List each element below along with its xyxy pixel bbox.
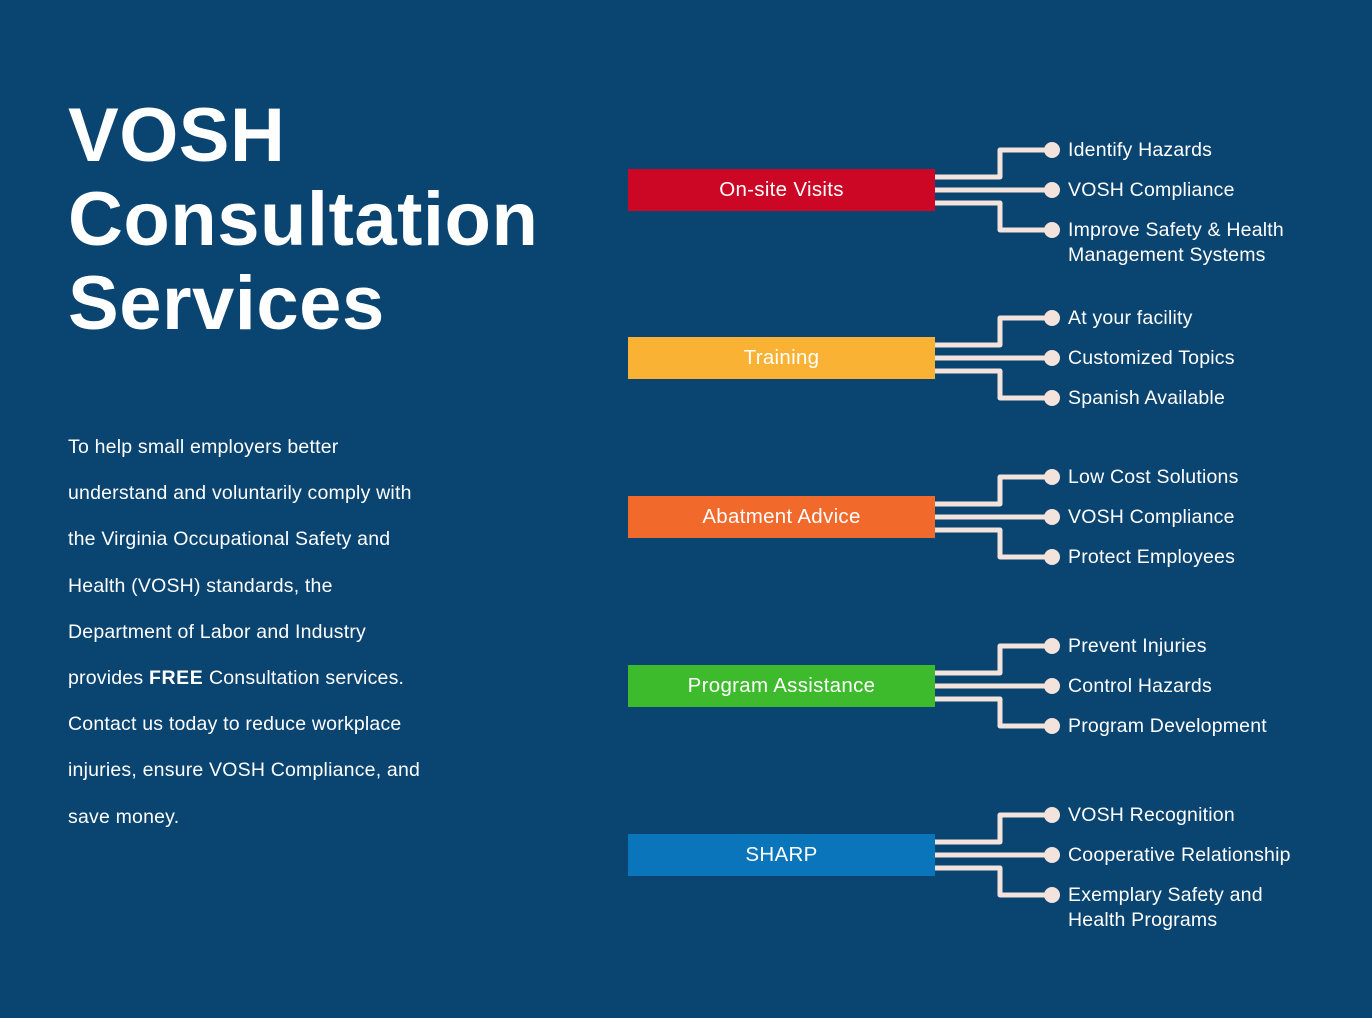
service-box-training: Training (628, 337, 935, 379)
service-label: On-site Visits (719, 178, 844, 201)
intro-free-emphasis: FREE (148, 667, 204, 690)
service-label: SHARP (745, 843, 818, 866)
bullet-item: VOSH Compliance (1068, 506, 1235, 528)
connector-line-bottom (935, 696, 1048, 729)
bullet-dot (1044, 718, 1060, 734)
bullet-dot (1044, 549, 1060, 565)
bullet-item: Protect Employees (1068, 546, 1236, 568)
service-group-sharp: SHARP VOSH Recognition Cooperative Relat… (628, 795, 1328, 931)
bullet-dot (1044, 182, 1060, 198)
connector-lines (935, 807, 1060, 903)
bullet-dot (1044, 807, 1060, 823)
bullet-dot (1044, 509, 1060, 525)
bullet-dot (1044, 350, 1060, 366)
bullet-item: Identify Hazards (1068, 139, 1213, 161)
bullet-dot (1044, 678, 1060, 694)
connector-line-top (935, 643, 1048, 676)
bullet-dot (1044, 222, 1060, 238)
connector-lines (935, 638, 1060, 734)
connector-line-top (935, 315, 1048, 348)
bullet-item: Low Cost Solutions (1068, 466, 1239, 488)
service-box-abatment-advice: Abatment Advice (628, 496, 935, 538)
service-box-onsite-visits: On-site Visits (628, 169, 935, 211)
bullet-item: VOSH Compliance (1068, 179, 1235, 201)
bullet-item: Program Development (1068, 715, 1267, 737)
service-box-program-assistance: Program Assistance (628, 665, 935, 707)
connector-line-bottom (935, 200, 1048, 233)
connector-line-top (935, 812, 1048, 845)
connector-line-bottom (935, 527, 1048, 560)
page-title: VOSH Consultation Services (68, 93, 539, 346)
intro-text-before: To help small employers better understan… (68, 436, 412, 690)
bullet-item: Customized Topics (1068, 347, 1235, 369)
bullet-item: Control Hazards (1068, 675, 1212, 697)
connector-line-top (935, 474, 1048, 507)
bullet-item: VOSH Recognition (1068, 804, 1235, 826)
connector-lines (935, 469, 1060, 565)
bullet-dot (1044, 469, 1060, 485)
connector-lines (935, 310, 1060, 406)
bullet-dot (1044, 142, 1060, 158)
service-group-onsite-visits: On-site Visits Identify Hazards VOSH Com… (628, 130, 1328, 266)
service-label: Program Assistance (687, 674, 876, 697)
service-group-training: Training At your facility Customized Top… (628, 298, 1328, 418)
bullet-item: Exemplary Safety and Health Programs (1068, 884, 1263, 931)
bullet-item: Spanish Available (1068, 387, 1225, 409)
connector-line-top (935, 147, 1048, 180)
bullet-item: Cooperative Relationship (1068, 844, 1291, 866)
bullet-dot (1044, 847, 1060, 863)
connector-line-bottom (935, 865, 1048, 898)
bullet-dot (1044, 310, 1060, 326)
service-group-program-assistance: Program Assistance Prevent Injuries Cont… (628, 626, 1328, 746)
intro-paragraph: To help small employers better understan… (68, 424, 488, 840)
bullet-item: Improve Safety & Health Management Syste… (1068, 219, 1284, 266)
service-group-abatment-advice: Abatment Advice Low Cost Solutions VOSH … (628, 457, 1328, 577)
bullet-dot (1044, 390, 1060, 406)
service-box-sharp: SHARP (628, 834, 935, 876)
bullet-dot (1044, 887, 1060, 903)
bullet-item: Prevent Injuries (1068, 635, 1207, 657)
connector-line-bottom (935, 368, 1048, 401)
bullet-item: At your facility (1068, 307, 1193, 329)
service-label: Abatment Advice (702, 505, 861, 528)
service-label: Training (743, 346, 820, 369)
bullet-dot (1044, 638, 1060, 654)
connector-lines (935, 142, 1060, 238)
intro-text-after: Consultation services. Contact us today … (68, 667, 421, 828)
